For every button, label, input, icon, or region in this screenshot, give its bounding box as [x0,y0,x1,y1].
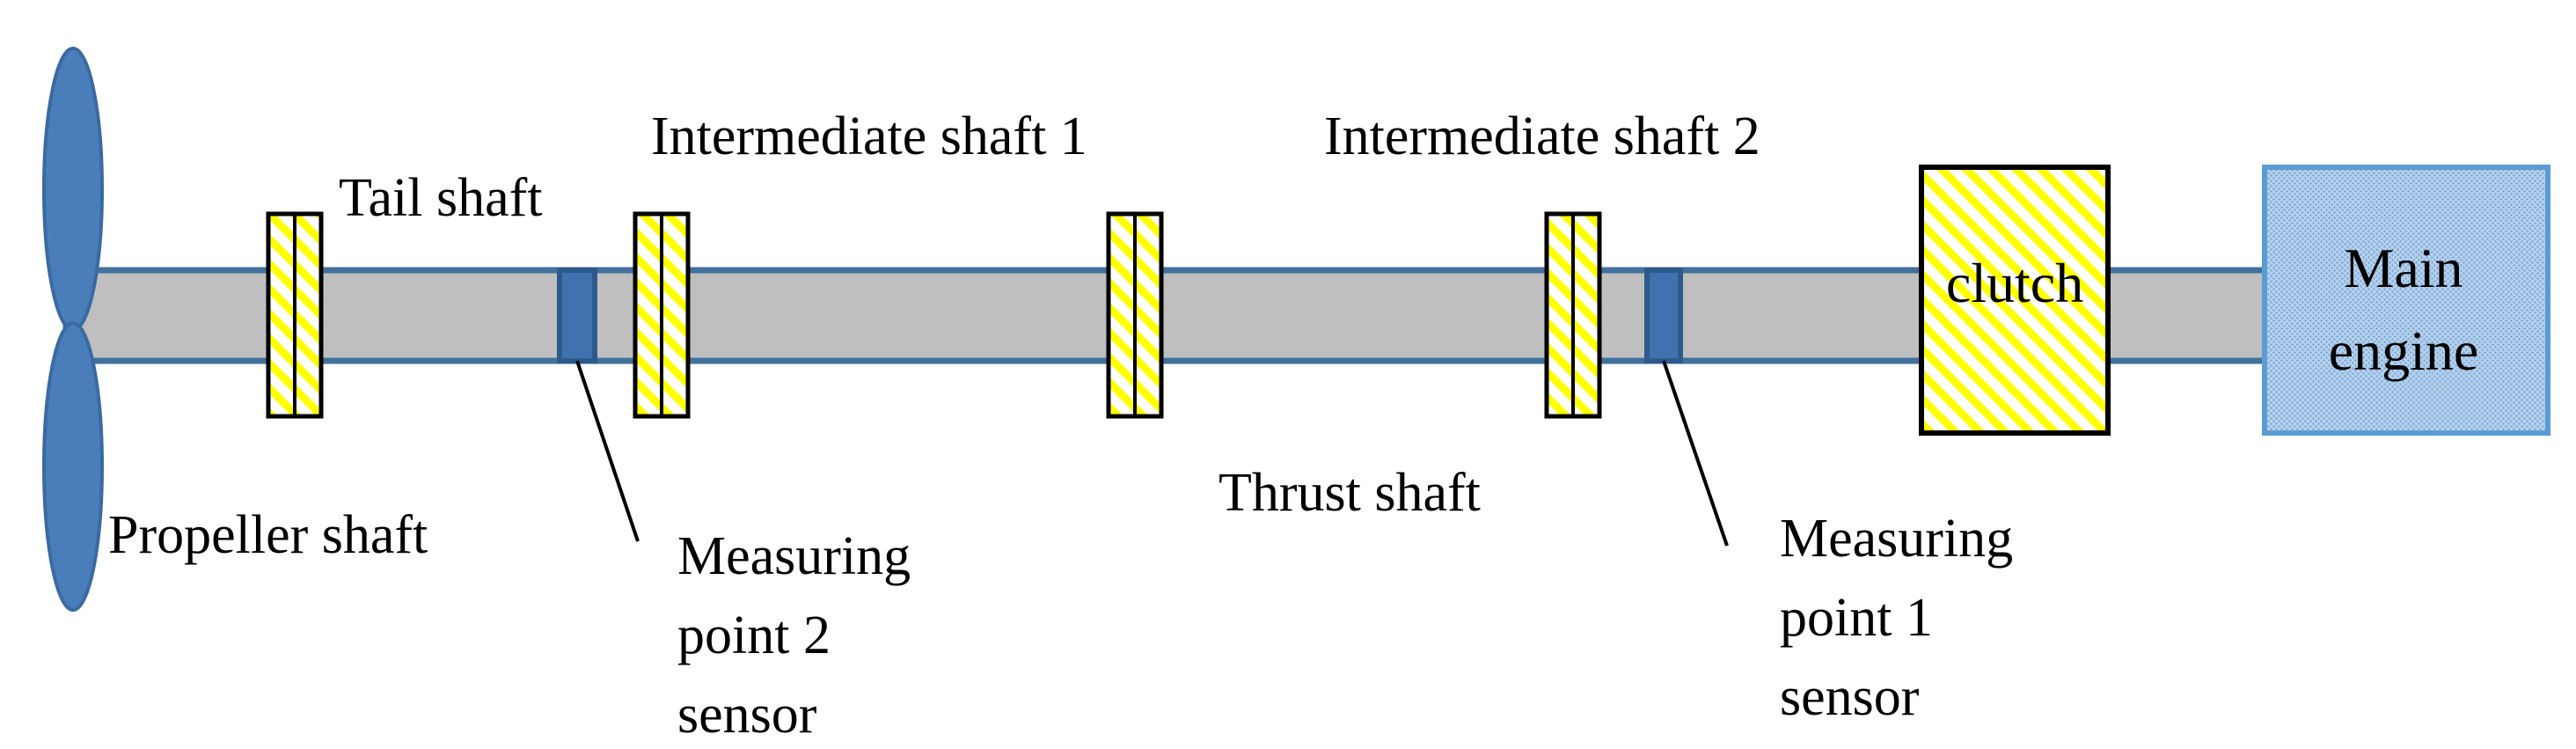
clutch-box [1919,165,2111,436]
measuring-point-1-label-line2: point 1 [1780,588,1933,648]
measuring-point-2-label-line3: sensor [677,685,817,745]
measuring-point-2-sensor [557,268,597,363]
measuring-point-1-leader [1662,360,1729,547]
main-engine-box [2262,165,2550,436]
clutch-label: clutch [1946,252,2083,314]
intermediate-shaft-1-label: Intermediate shaft 1 [651,106,1087,166]
propeller-shaft-label: Propeller shaft [108,505,428,565]
measuring-point-1-label-line1: Measuring [1780,509,2013,569]
main-engine-label-line2: engine [2329,319,2479,382]
measuring-point-1-label-line3: sensor [1780,667,1920,727]
propeller-blade-upper [42,47,104,332]
measuring-point-2-leader [575,360,640,542]
propeller-blade-lower [42,321,104,612]
thrust-shaft-label: Thrust shaft [1218,463,1481,523]
intermediate-shaft-2-label: Intermediate shaft 2 [1324,106,1760,166]
tail-shaft-label: Tail shaft [339,168,543,228]
measuring-point-1-sensor [1644,268,1683,363]
measuring-point-2-label-line1: Measuring [677,526,911,586]
measuring-point-2-label-line2: point 2 [677,606,831,665]
main-engine-label-line1: Main [2344,237,2463,299]
